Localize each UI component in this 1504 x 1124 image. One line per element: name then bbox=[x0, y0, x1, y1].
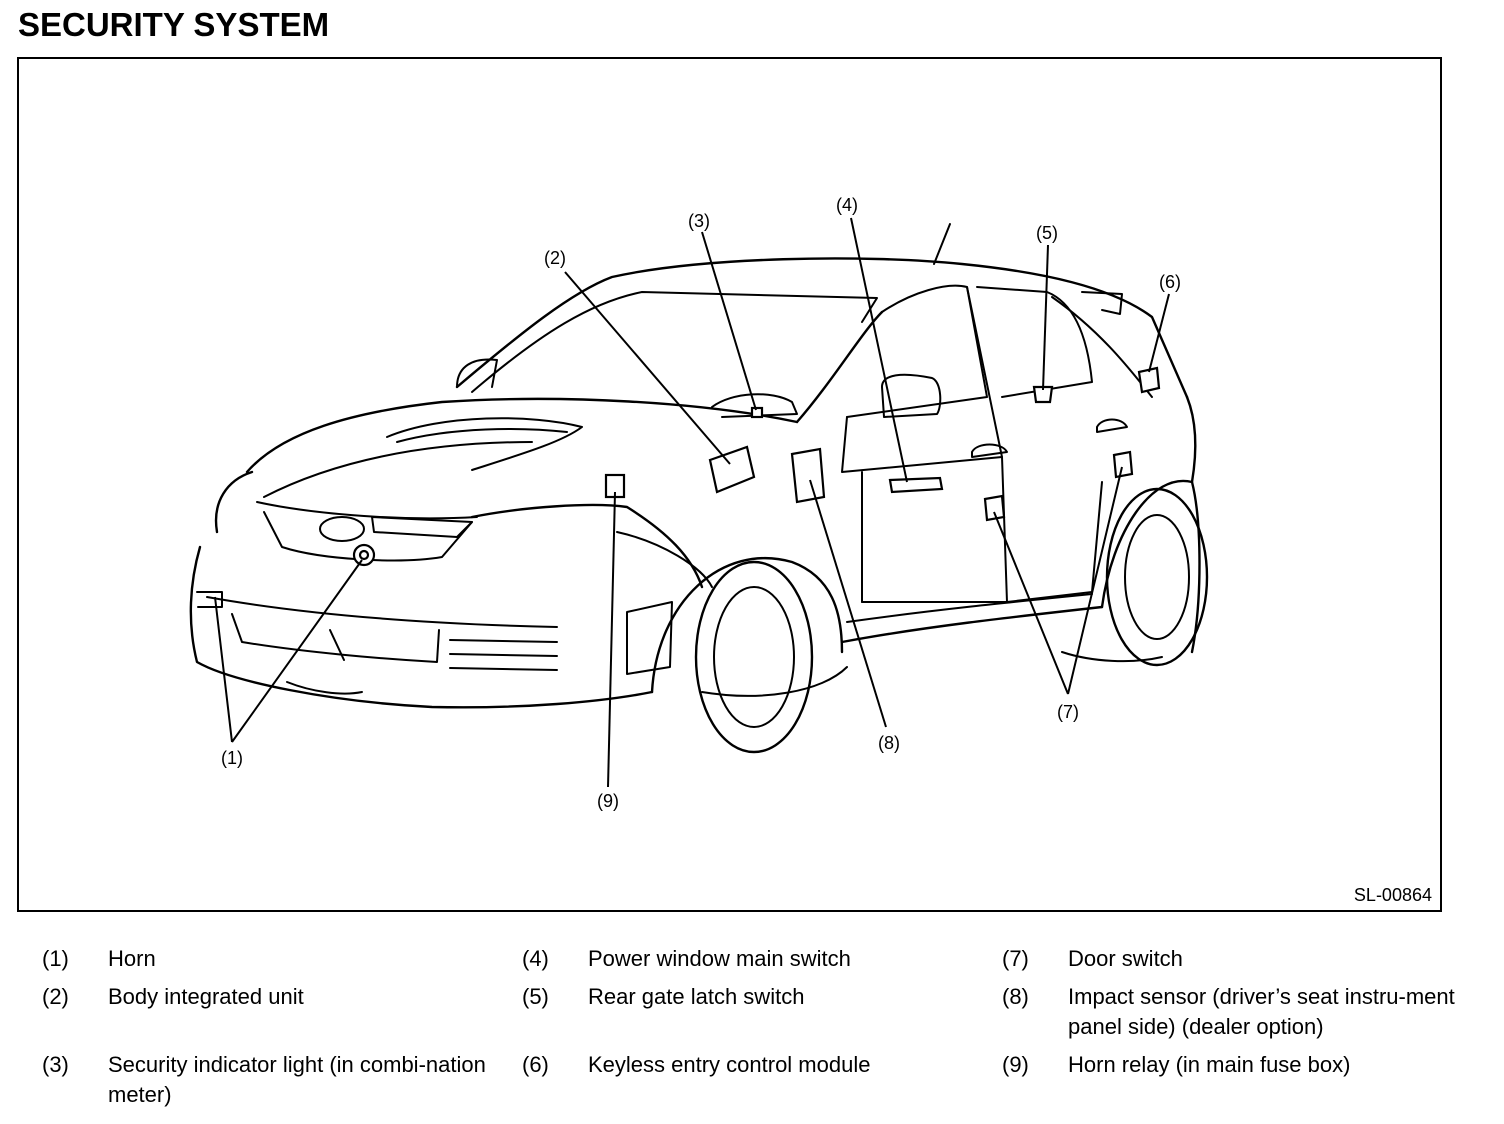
legend: (1) Horn (2) Body integrated unit (3) Se… bbox=[0, 940, 1504, 1124]
legend-text: Door switch bbox=[1068, 946, 1183, 971]
legend-text: Impact sensor (driver’s seat instru-ment… bbox=[1068, 984, 1455, 1039]
security-indicator-part bbox=[750, 406, 764, 419]
callout-6: (6) bbox=[1159, 272, 1181, 292]
door-switch-rear-part bbox=[1112, 450, 1134, 479]
legend-number: (1) bbox=[42, 946, 69, 971]
legend-text: Horn relay (in main fuse box) bbox=[1068, 1052, 1351, 1077]
callout-2: (2) bbox=[544, 248, 566, 268]
leader-lines bbox=[214, 217, 1170, 788]
callout-5: (5) bbox=[1036, 223, 1058, 243]
component-markers bbox=[352, 366, 1161, 567]
legend-text: Keyless entry control module bbox=[588, 1052, 871, 1077]
legend-text: Power window main switch bbox=[588, 946, 851, 971]
callout-7: (7) bbox=[1057, 702, 1079, 722]
legend-number: (4) bbox=[522, 946, 549, 971]
body-integrated-unit-part bbox=[708, 445, 756, 494]
callout-3: (3) bbox=[688, 211, 710, 231]
power-window-switch-part bbox=[888, 476, 944, 494]
legend-number: (5) bbox=[522, 984, 549, 1009]
legend-number: (7) bbox=[1002, 946, 1029, 971]
legend-number: (8) bbox=[1002, 984, 1029, 1009]
legend-text: Rear gate latch switch bbox=[588, 984, 805, 1009]
diagram-frame: (1) (2) (3) (4) (5) (6) (7) (8) (9) SL-0… bbox=[17, 57, 1442, 912]
legend-text: Horn bbox=[108, 946, 156, 971]
door-switch-front-part bbox=[983, 494, 1006, 522]
legend-number: (6) bbox=[522, 1052, 549, 1077]
legend-number: (9) bbox=[1002, 1052, 1029, 1077]
car-diagram: (1) (2) (3) (4) (5) (6) (7) (8) (9) bbox=[189, 195, 1209, 811]
car-illustration bbox=[189, 223, 1209, 754]
impact-sensor-part bbox=[790, 447, 826, 504]
rear-gate-latch-switch-part bbox=[1032, 385, 1054, 404]
legend-number: (3) bbox=[42, 1052, 69, 1077]
figure-code: SL-00864 bbox=[1353, 885, 1432, 905]
page-title: SECURITY SYSTEM bbox=[18, 6, 330, 43]
callout-1: (1) bbox=[221, 748, 243, 768]
legend-number: (2) bbox=[42, 984, 69, 1009]
callout-4: (4) bbox=[836, 195, 858, 215]
keyless-entry-module-part bbox=[1137, 366, 1161, 394]
callout-9: (9) bbox=[597, 791, 619, 811]
legend-text: Security indicator light (in combi-natio… bbox=[108, 1052, 486, 1107]
callout-8: (8) bbox=[878, 733, 900, 753]
legend-text: Body integrated unit bbox=[108, 984, 304, 1009]
